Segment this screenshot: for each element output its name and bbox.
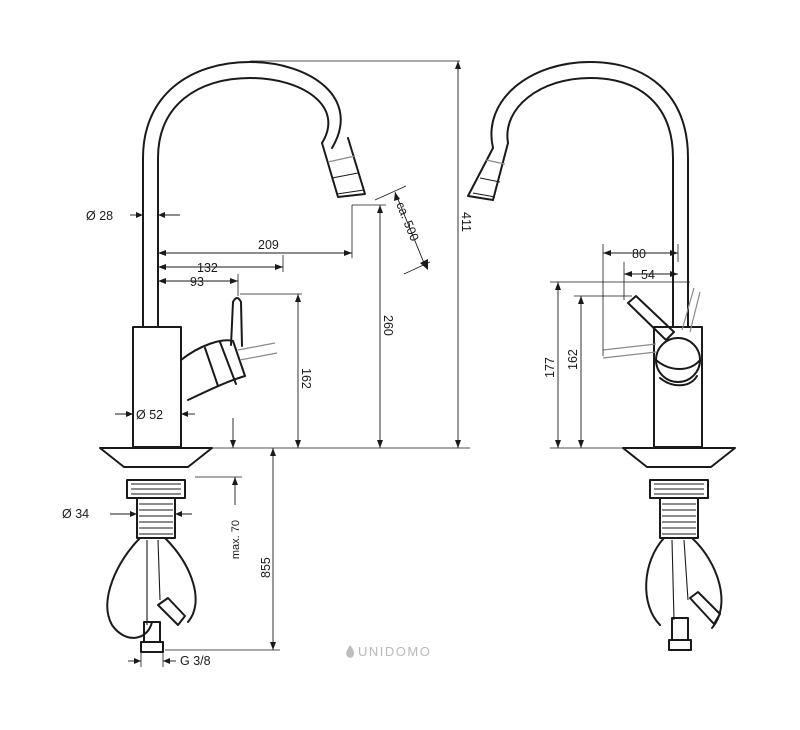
- faucet-body: [132, 326, 182, 448]
- lever-handle: [230, 297, 243, 347]
- hose-loop-front: [645, 537, 723, 629]
- spray-head: [321, 137, 366, 198]
- dim-lever-height: 162: [299, 368, 313, 389]
- watermark: UNIDOMO: [346, 644, 431, 659]
- spray-head-front: [467, 142, 509, 201]
- dim-connection-thread: G 3/8: [180, 654, 211, 668]
- lever-handle-front: [627, 295, 675, 341]
- dim-hose-pullout: ca. 500: [393, 200, 421, 243]
- dim-lever-height-front: 162: [566, 349, 580, 370]
- spout-outer: [142, 61, 342, 328]
- dim-lever-reach-outer: 80: [632, 247, 646, 261]
- base-plate: [99, 447, 213, 468]
- faucet-front-view: [467, 61, 736, 651]
- spout-inner: [157, 77, 330, 328]
- dim-reach-spout: 209: [258, 238, 279, 252]
- dim-lever-offset: 93: [190, 275, 204, 289]
- faucet-side-view: [99, 61, 366, 653]
- dim-lever-reach-inner: 54: [641, 268, 655, 282]
- watermark-text: UNIDOMO: [358, 644, 431, 659]
- spout-inner-front: [506, 77, 674, 328]
- dim-thread-diameter: Ø 34: [62, 507, 89, 521]
- dim-body-diameter: Ø 52: [136, 408, 163, 422]
- dim-hose-length: 855: [259, 557, 273, 578]
- dim-reach-lever: 132: [197, 261, 218, 275]
- dim-total-height: 411: [459, 212, 473, 232]
- base-plate-front: [622, 447, 736, 468]
- dim-lever-swing-height: 177: [543, 357, 557, 378]
- lever-hub: [180, 339, 246, 401]
- hose-loop: [106, 537, 197, 639]
- drop-icon: [346, 645, 354, 658]
- dim-spout-diameter: Ø 28: [86, 209, 113, 223]
- spout-outer-front: [490, 61, 689, 328]
- dim-max-counter-thickness: max. 70: [230, 520, 242, 559]
- dim-spout-height: 260: [381, 315, 395, 336]
- side-view-dimensions: Ø 28 209 132 93 162 260 411: [62, 60, 473, 668]
- front-view-dimensions: 80 54 177 162: [543, 244, 690, 449]
